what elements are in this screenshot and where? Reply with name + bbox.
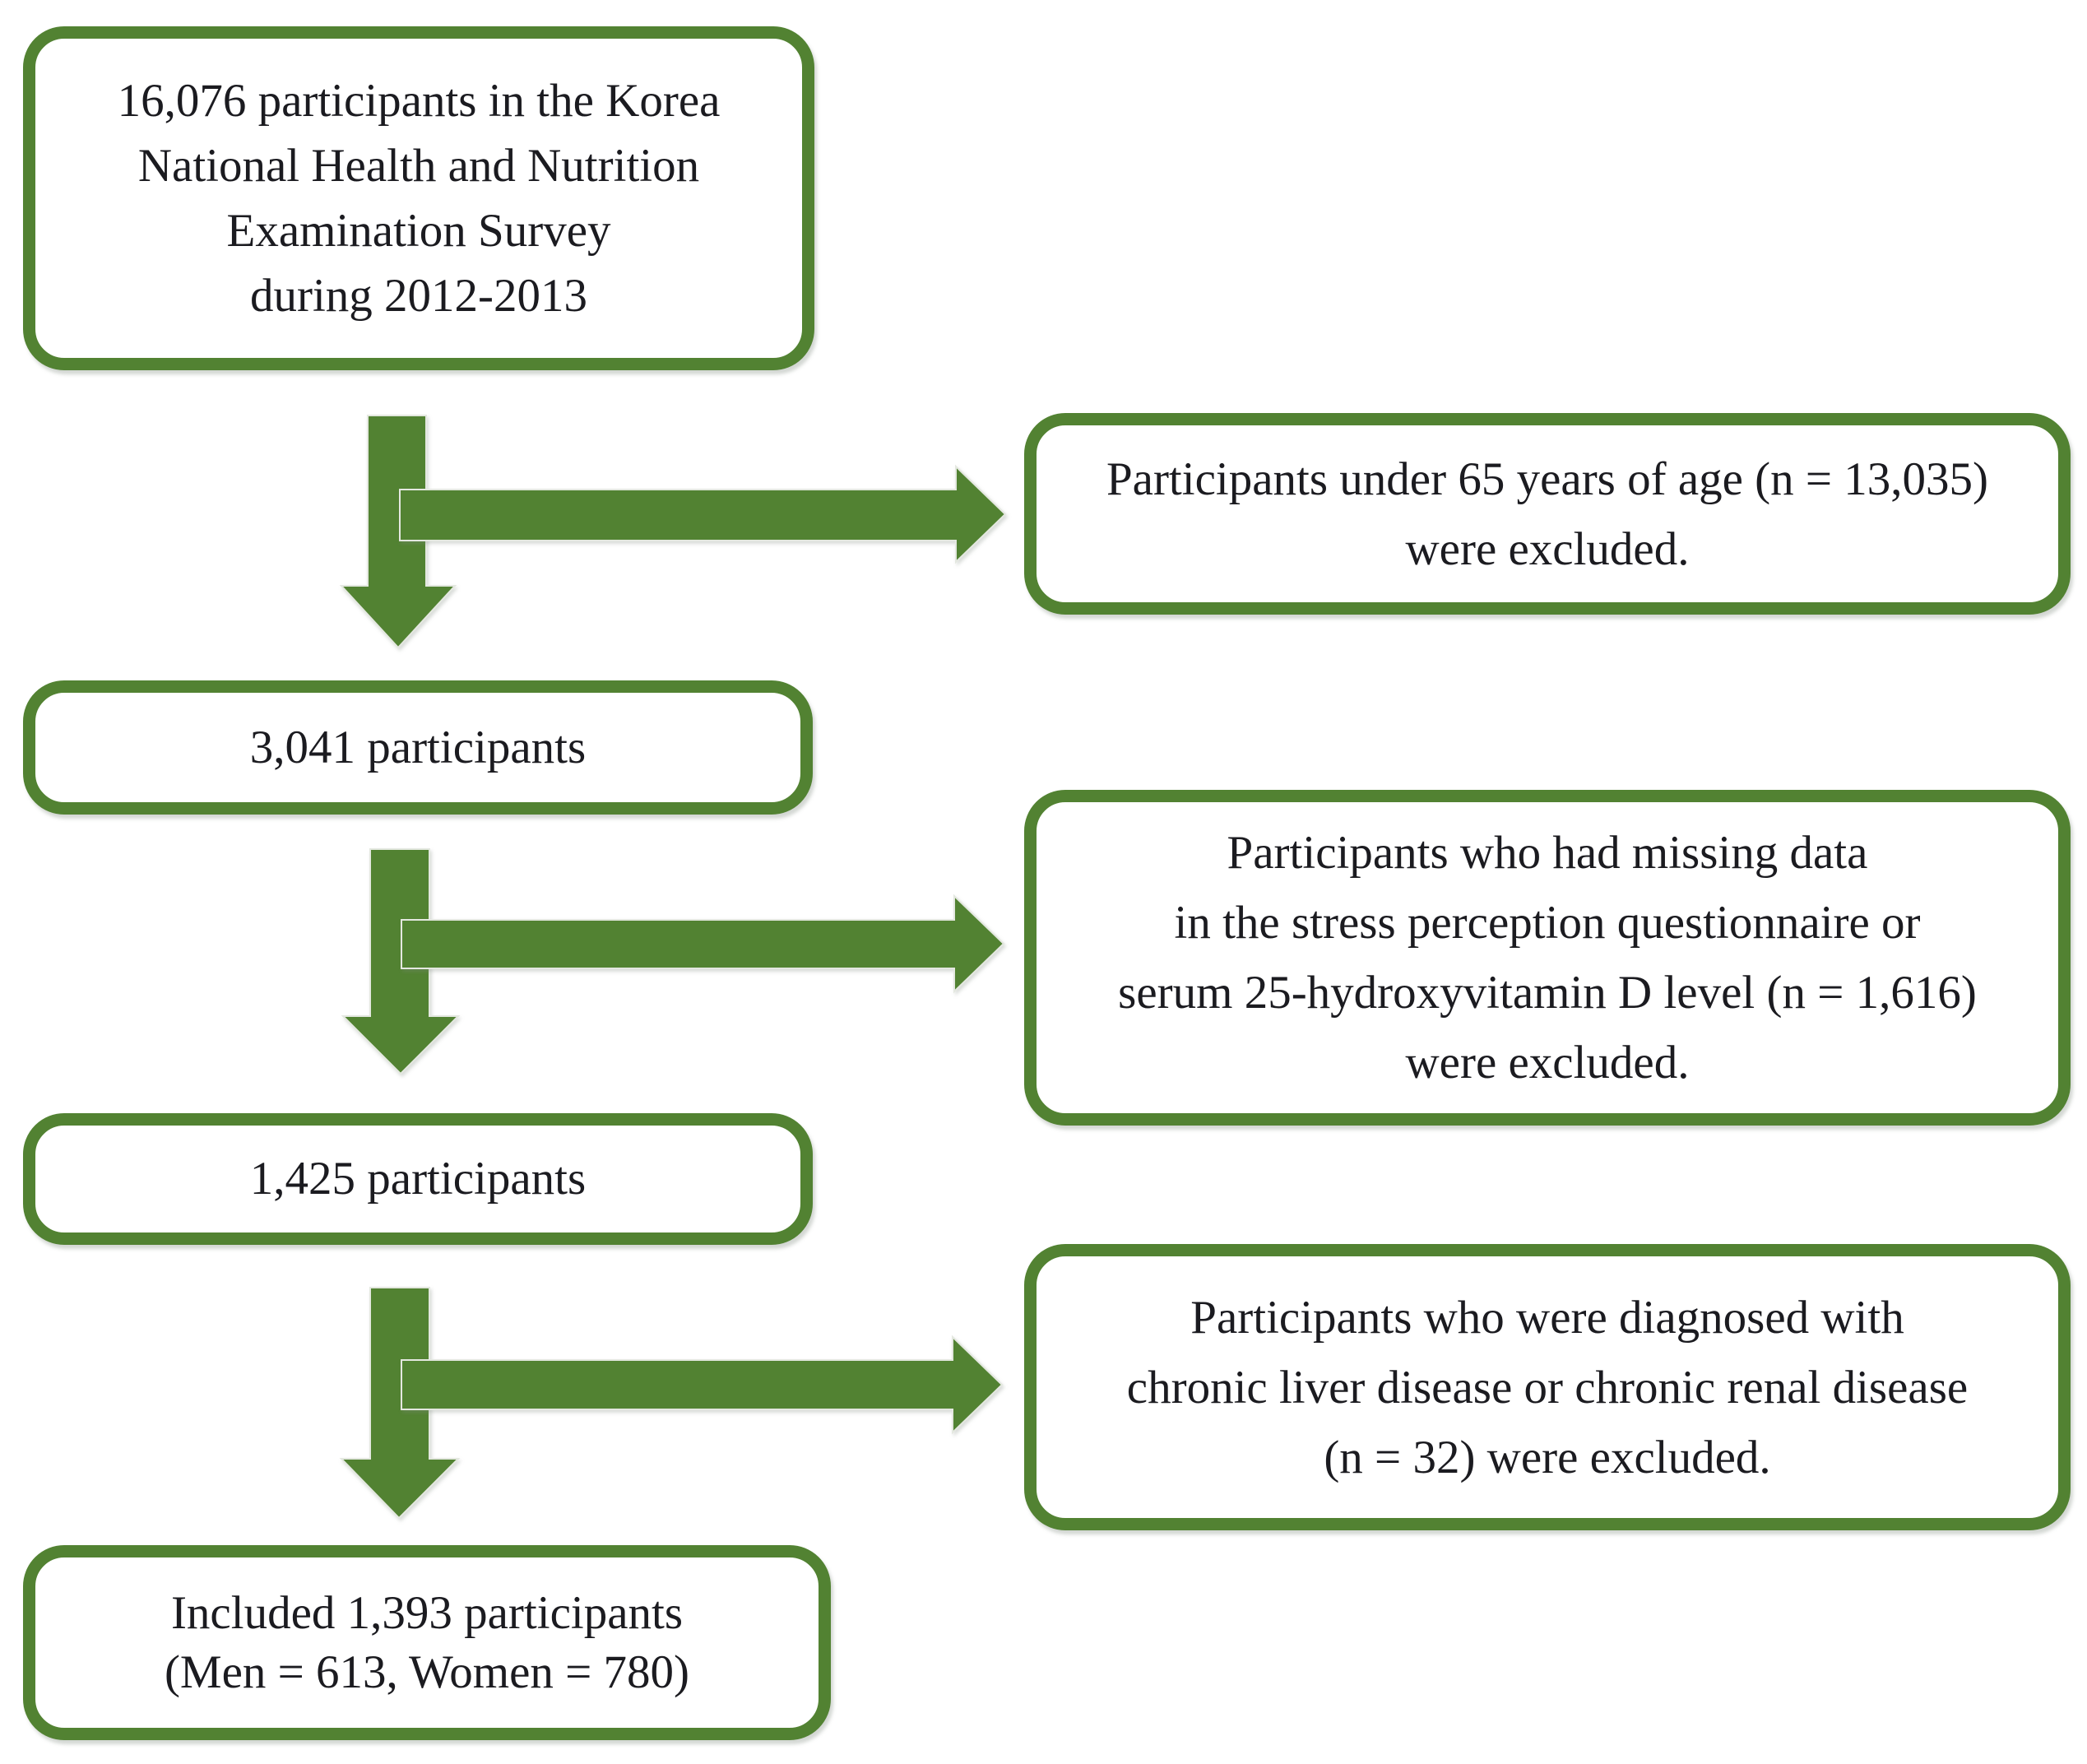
right-arrow-3 <box>401 1335 1004 1435</box>
node-text-line: Participants who were diagnosed with <box>1190 1291 1904 1344</box>
node-excluded-under-65: Participants under 65 years of age (n = … <box>1024 413 2071 615</box>
node-start-population: 16,076 participants in the Korea Nationa… <box>23 26 814 370</box>
node-text-line: (n = 32) were excluded. <box>1324 1431 1771 1483</box>
node-text-line: serum 25-hydroxyvitamin D level (n = 1,6… <box>1118 967 1977 1019</box>
node-3041-participants: 3,041 participants <box>23 680 813 815</box>
node-excluded-missing-data: Participants who had missing data in the… <box>1024 790 2071 1126</box>
node-text-line: chronic liver disease or chronic renal d… <box>1126 1361 1969 1414</box>
down-arrow-3 <box>339 1287 461 1520</box>
node-included-final: Included 1,393 participants (Men = 613, … <box>23 1545 831 1740</box>
node-text-line: Examination Survey <box>226 205 611 257</box>
node-excluded-chronic-disease: Participants who were diagnosed with chr… <box>1024 1244 2071 1530</box>
node-text-line: were excluded. <box>1405 1037 1690 1089</box>
node-text-line: (Men = 613, Women = 780) <box>164 1646 690 1698</box>
node-text-line: 1,425 participants <box>249 1153 587 1205</box>
node-text-line: 3,041 participants <box>249 721 587 773</box>
down-arrow-1 <box>339 415 457 649</box>
node-text-line: in the stress perception questionnaire o… <box>1174 897 1921 949</box>
node-text-line: during 2012-2013 <box>249 270 588 322</box>
right-arrow-2 <box>401 894 1005 994</box>
node-text-line: Participants who had missing data <box>1227 827 1868 879</box>
node-text-line: 16,076 participants in the Korea <box>117 75 721 127</box>
node-text-line: were excluded. <box>1405 522 1690 575</box>
node-text-line: Participants under 65 years of age (n = … <box>1106 453 1989 505</box>
node-1425-participants: 1,425 participants <box>23 1113 813 1245</box>
node-text-line: National Health and Nutrition <box>137 140 700 192</box>
node-text-line: Included 1,393 participants <box>170 1586 684 1639</box>
right-arrow-1 <box>399 464 1007 564</box>
